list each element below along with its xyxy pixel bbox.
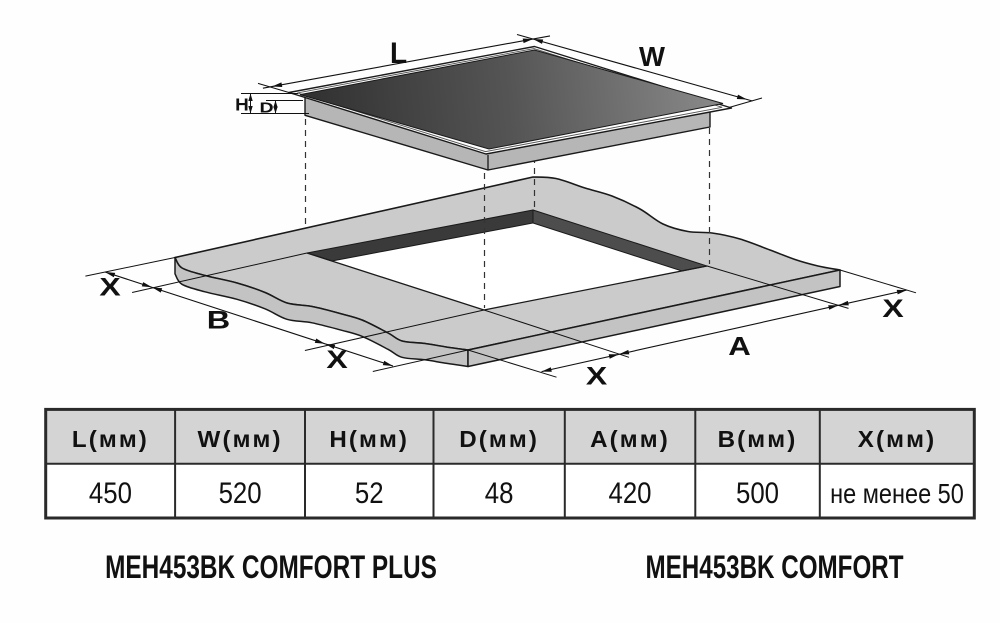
svg-text:52: 52 (355, 476, 384, 509)
svg-text:W: W (639, 41, 665, 72)
svg-text:X(мм): X(мм) (858, 427, 936, 452)
svg-text:не менее 50: не менее 50 (830, 479, 964, 509)
svg-text:D: D (259, 99, 273, 116)
svg-text:L: L (390, 37, 407, 70)
svg-text:A: A (728, 332, 751, 361)
svg-text:48: 48 (485, 476, 514, 509)
svg-text:X: X (99, 274, 120, 302)
svg-text:X: X (326, 346, 347, 374)
svg-text:X: X (586, 363, 607, 391)
svg-text:500: 500 (736, 476, 779, 509)
svg-text:MEH453BK COMFORT: MEH453BK COMFORT (645, 550, 904, 586)
svg-text:X: X (882, 295, 903, 323)
svg-text:420: 420 (608, 476, 651, 509)
svg-text:H(мм): H(мм) (329, 427, 409, 452)
svg-text:450: 450 (89, 476, 132, 509)
svg-text:D(мм): D(мм) (459, 427, 539, 452)
svg-text:B: B (207, 307, 230, 335)
svg-text:A(мм): A(мм) (590, 427, 670, 452)
svg-text:L(мм): L(мм) (72, 427, 149, 452)
svg-text:H: H (235, 94, 249, 114)
svg-text:W(мм): W(мм) (198, 427, 283, 452)
svg-text:520: 520 (219, 476, 262, 509)
svg-text:B(мм): B(мм) (718, 427, 798, 452)
svg-text:MEH453BK COMFORT PLUS: MEH453BK COMFORT PLUS (105, 550, 437, 586)
